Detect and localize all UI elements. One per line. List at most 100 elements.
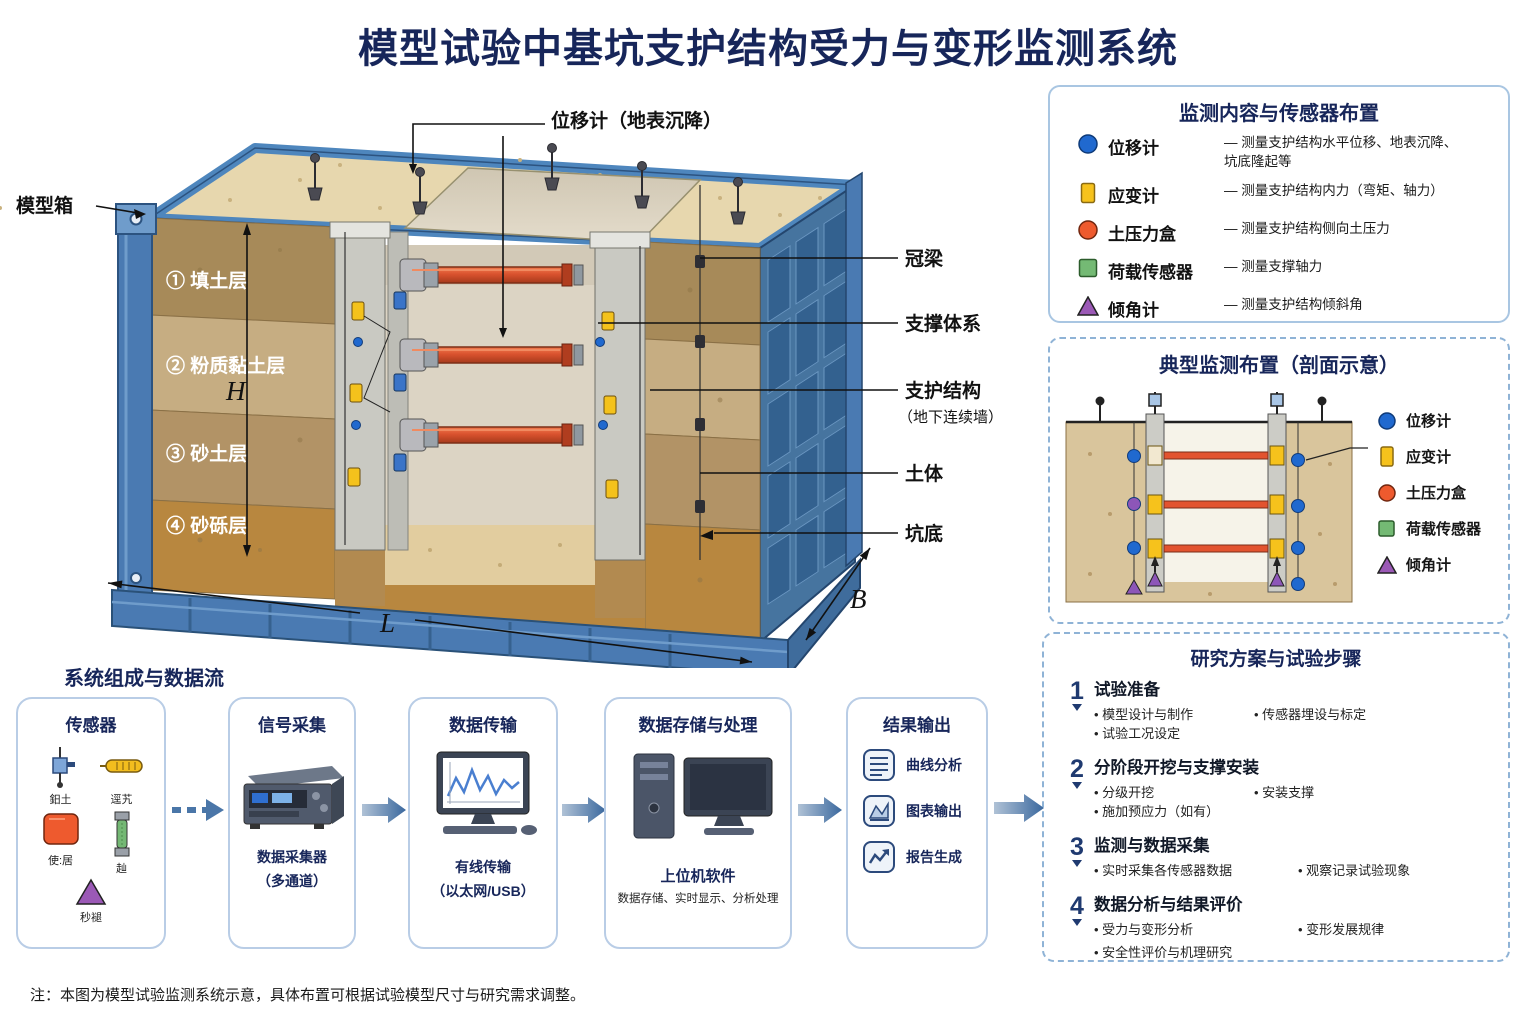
step-bullets: 安全性评价与机理研究 xyxy=(1094,943,1498,962)
step-down-arrow-icon xyxy=(1072,782,1082,794)
legend-row-tilt: 倾角计 — 测量支护结构倾斜角 xyxy=(1068,295,1498,321)
legend-name: 土压力盒 xyxy=(1108,225,1176,244)
flow-caption: 上位机软件 xyxy=(660,868,736,885)
sensor-strain: 逕艽 xyxy=(91,746,152,807)
label-soil-body: 土体 xyxy=(905,462,944,485)
flow-box-title: 数据传输 xyxy=(449,716,517,735)
layer-label-2: ② 粉质黏土层 xyxy=(166,354,285,377)
wall-sensors xyxy=(344,185,705,560)
flow-arrow-dashed xyxy=(172,799,224,821)
flow-box-transmission: 数据传输 有线传输 （以太网/USB） xyxy=(408,697,558,949)
sensor-panel-title: 监测内容与传感器布置 xyxy=(1179,103,1379,125)
legend-desc: — 测量支护结构内力（弯矩、轴力） xyxy=(1224,183,1444,198)
label-model-box: 模型箱 xyxy=(16,194,73,217)
section-struts xyxy=(1163,451,1269,553)
load-cell-icon xyxy=(1374,519,1400,538)
flow-title: 系统组成与数据流 xyxy=(64,668,224,690)
strain-gauge-icon xyxy=(1374,446,1400,467)
flow-box-storage: 数据存储与处理 上位机软件 数据存储、实时显示、分析处理 xyxy=(604,697,792,949)
section-legend-tilt: 倾角计 xyxy=(1374,554,1481,575)
step-bullets: 分级开挖 安装支撑 施加预应力（如有） xyxy=(1094,783,1498,821)
layer-label-3: ③ 砂土层 xyxy=(166,442,247,465)
section-diagram xyxy=(1065,392,1368,603)
label-displacement-top: 位移计（地表沉降） xyxy=(551,109,722,132)
flow-caption: （以太网/USB） xyxy=(431,883,535,899)
section-legend-strain: 应变计 xyxy=(1374,446,1481,467)
step-bullets: 受力与变形分析 变形发展规律 xyxy=(1094,920,1498,939)
section-soil-texture xyxy=(1088,452,1337,596)
strain-gauges xyxy=(347,301,619,499)
section-strain-gauges xyxy=(1147,445,1285,559)
step-down-arrow-icon xyxy=(1072,704,1082,716)
step-4: 4 数据分析与结果评价 受力与变形分析 变形发展规律 安全性评价与机理研究 xyxy=(1060,894,1498,962)
output-item-chart: 图表输出 xyxy=(862,794,986,828)
displacement-gauge-icon xyxy=(1068,133,1108,154)
legend-name: 荷载传感器 xyxy=(1108,263,1193,282)
tiltmeter-icon xyxy=(75,878,107,905)
dimension-arrowheads xyxy=(108,223,870,665)
dim-h-label: H xyxy=(225,376,247,406)
leader-lines xyxy=(95,123,898,534)
sand-texture xyxy=(0,158,822,217)
label-support-structure-sub: （地下连续墙） xyxy=(898,409,1003,426)
surface-displacement-gauges xyxy=(307,143,746,225)
step-title: 分阶段开挖与支撑安装 xyxy=(1094,759,1259,777)
displacement-gauge-icon xyxy=(1374,411,1400,430)
step-title: 试验准备 xyxy=(1094,681,1160,699)
section-panel: 典型监测布置（剖面示意） xyxy=(1048,337,1510,624)
monitor-chart-icon xyxy=(436,751,537,835)
flow-box-output: 结果输出 曲线分析 图表输出 报告生成 xyxy=(846,697,988,949)
section-surface-gauges xyxy=(1095,392,1327,422)
earth-pressure-cell-icon xyxy=(42,813,79,845)
soil-texture xyxy=(197,248,723,583)
legend-desc: — 测量支护结构侧向土压力 xyxy=(1224,221,1390,236)
flow-box-title: 数据存储与处理 xyxy=(638,716,758,735)
section-legend-displacement: 位移计 xyxy=(1374,410,1481,431)
crown-beam-left xyxy=(329,221,391,239)
section-legend-load: 荷载传感器 xyxy=(1374,518,1481,539)
legend-name: 位移计 xyxy=(1108,139,1159,158)
flow-arrow xyxy=(362,797,406,823)
curve-analysis-icon xyxy=(863,749,895,781)
step-down-arrow-icon xyxy=(1072,919,1082,931)
excavation-pit xyxy=(335,245,645,630)
legend-desc: — 测量支撑轴力 xyxy=(1224,259,1323,274)
data-logger-icon xyxy=(243,766,344,829)
step-number: 3 xyxy=(1070,833,1084,861)
step-title: 数据分析与结果评价 xyxy=(1094,896,1243,914)
legend-row-strain: 应变计 — 测量支护结构内力（弯矩、轴力） xyxy=(1068,181,1498,207)
earth-pressure-cell-icon xyxy=(1374,483,1400,502)
leader-arrowheads xyxy=(134,164,713,540)
legend-row-displacement: 位移计 — 测量支护结构水平位移、地表沉降、 坑底隆起等 xyxy=(1068,133,1498,171)
report-generation-icon xyxy=(863,841,895,873)
flow-box-title: 传感器 xyxy=(65,716,117,735)
tiltmeter-icon xyxy=(1068,295,1108,316)
load-cell-icon xyxy=(114,811,129,857)
pit-floor-texture xyxy=(428,543,562,567)
section-legend: 位移计 应变计 土压力盒 荷载传感器 倾角计 xyxy=(1374,410,1481,608)
step-number: 4 xyxy=(1070,892,1084,920)
flow-box-sensors: 传感器 鈤土 逕艽 使:居 xyxy=(16,697,166,949)
steps-panel-title: 研究方案与试验步骤 xyxy=(1190,649,1362,670)
legend-row-load: 荷载传感器 — 测量支撑轴力 xyxy=(1068,257,1498,283)
flow-caption: （多通道） xyxy=(257,873,327,889)
soil-layer-labels: ① 填土层 ② 粉质黏土层 ③ 砂土层 ④ 砂砾层 xyxy=(166,269,285,537)
section-displacement-points xyxy=(1127,449,1305,591)
flow-box-signal: 信号采集 数据采集器 （多通道） xyxy=(228,697,356,949)
pit-opening xyxy=(403,167,702,243)
dim-b-label: B xyxy=(850,584,867,614)
back-right-corner-column xyxy=(845,171,863,568)
earth-pressure-cell-icon xyxy=(1068,219,1108,240)
strain-gauge-icon xyxy=(1068,181,1108,204)
label-support-system: 支撑体系 xyxy=(904,312,981,335)
flow-caption: 数据采集器 xyxy=(257,849,327,865)
displacement-sensors xyxy=(393,291,407,472)
flow-caption: 数据存储、实时显示、分析处理 xyxy=(617,893,779,905)
section-wall-arrows xyxy=(1151,556,1281,572)
section-panel-title: 典型监测布置（剖面示意） xyxy=(1159,355,1399,377)
model-box-illustration: ① 填土层 ② 粉质黏土层 ③ 砂土层 ④ 砂砾层 H L B 位移计（地表 xyxy=(0,109,1003,668)
page-title: 模型试验中基坑支护结构受力与变形监测系统 xyxy=(358,27,1178,71)
struts xyxy=(399,258,584,452)
flow-arrow xyxy=(798,797,842,823)
dim-l-label: L xyxy=(379,608,395,638)
